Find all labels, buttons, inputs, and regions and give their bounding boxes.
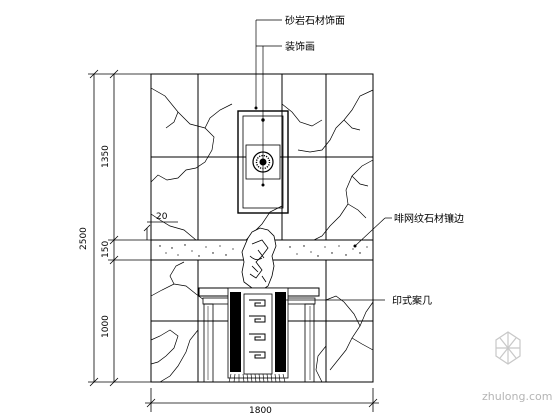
dim-lower-height: 1000	[101, 315, 111, 338]
label-console-table: 印式案几	[392, 294, 432, 307]
table-runner	[227, 287, 289, 383]
dim-total-width: 1800	[249, 406, 272, 416]
dim-overall-height: 2500	[79, 227, 89, 250]
watermark-logo	[495, 331, 521, 365]
console-table	[198, 287, 320, 383]
sculpture	[241, 227, 277, 291]
dim-band-height: 150	[101, 241, 111, 258]
dim-offset: 20	[156, 212, 168, 222]
label-decorative-painting: 装饰画	[285, 40, 315, 53]
offset-dimension	[143, 221, 178, 240]
watermark-text: zhulong.com	[482, 390, 552, 403]
dim-upper-height: 1350	[101, 145, 111, 168]
leader-dots	[254, 106, 357, 302]
label-stone-band: 啡网纹石材镶边	[394, 212, 464, 225]
bottom-dimension	[145, 388, 379, 412]
leader-lines	[255, 19, 392, 301]
left-dimensions	[88, 69, 151, 387]
label-sandstone-finish: 砂岩石材饰面	[285, 14, 345, 27]
marble-veins	[150, 87, 374, 383]
